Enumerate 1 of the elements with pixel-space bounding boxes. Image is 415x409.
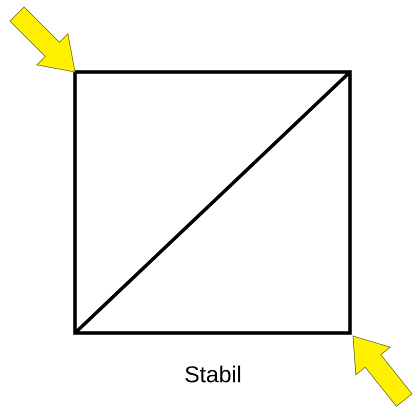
caption-label: Stabil	[185, 366, 240, 382]
